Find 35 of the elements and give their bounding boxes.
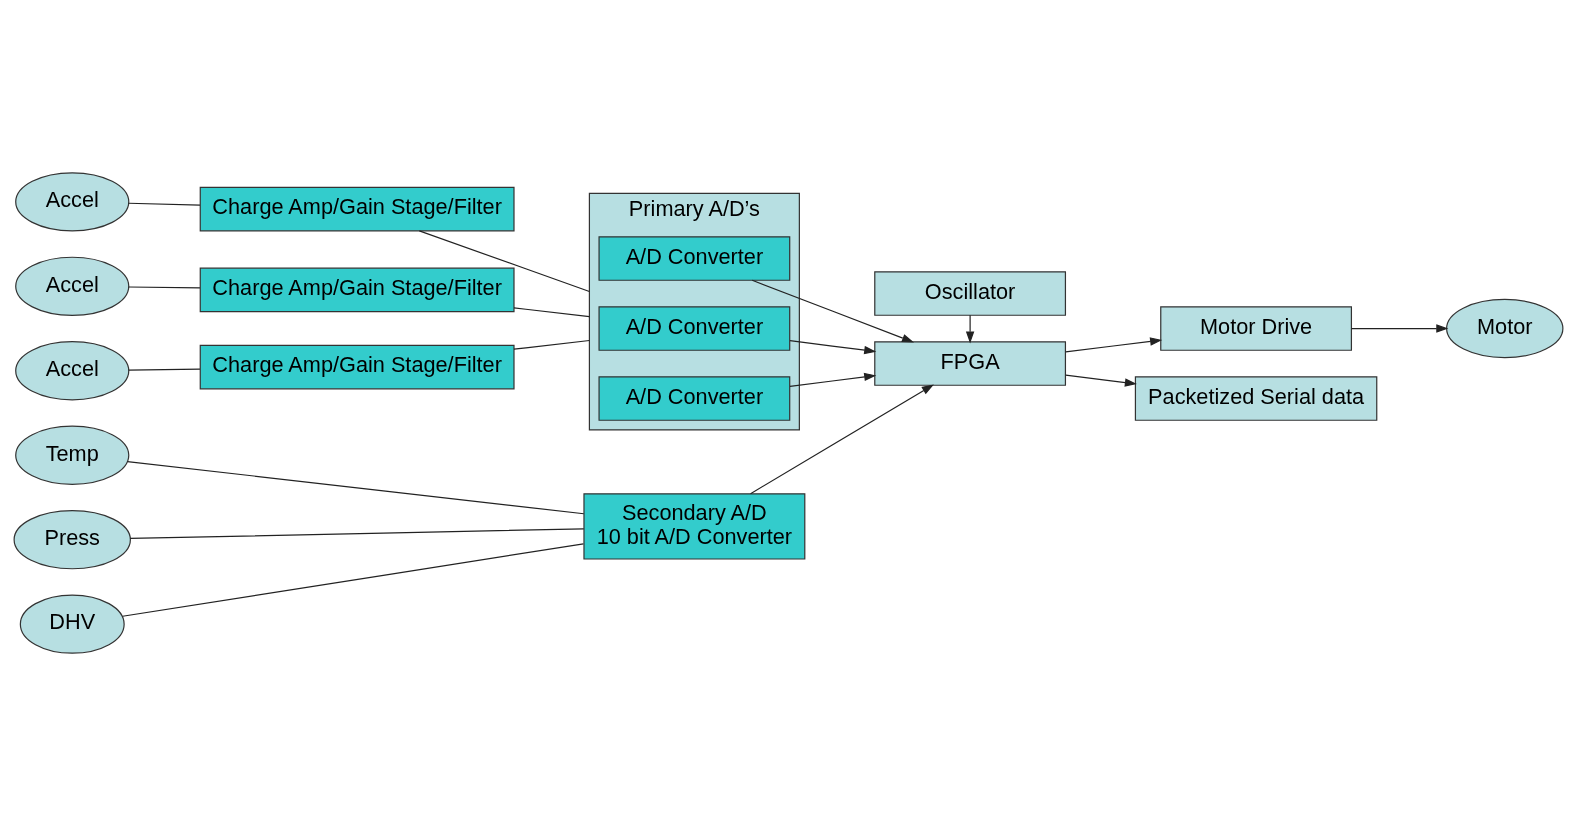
- node-box: Charge Amp/Gain Stage/Filter: [199, 267, 515, 313]
- node-ellipse: Temp: [15, 425, 130, 485]
- node-box: Secondary A/D 10 bit A/D Converter: [583, 493, 806, 560]
- arrow: [1065, 337, 1163, 353]
- arrow: [789, 372, 877, 388]
- arrow: [789, 340, 877, 355]
- connector: [127, 202, 201, 206]
- node-box: Oscillator: [874, 271, 1067, 316]
- node-box: Charge Amp/Gain Stage/Filter: [199, 344, 515, 390]
- connector: [127, 286, 201, 289]
- connector: [127, 368, 201, 371]
- node-ellipse: Accel: [15, 341, 130, 401]
- connector: [513, 307, 590, 318]
- connector: [129, 528, 585, 540]
- node-ellipse: DHV: [19, 594, 125, 654]
- node-box: A/D Converter: [598, 306, 791, 351]
- connector: [418, 230, 590, 293]
- node-box: A/D Converter: [598, 236, 791, 281]
- node-box: FPGA: [874, 341, 1067, 386]
- node-ellipse: Press: [13, 510, 131, 570]
- arrow: [965, 314, 975, 344]
- node-box: A/D Converter: [598, 376, 791, 421]
- arrow: [1065, 374, 1137, 387]
- node-ellipse: Accel: [15, 256, 130, 316]
- node-box: Charge Amp/Gain Stage/Filter: [199, 186, 515, 232]
- arrow: [749, 384, 934, 495]
- node-box: Packetized Serial data: [1134, 376, 1378, 421]
- arrow: [751, 279, 915, 343]
- connector: [122, 543, 585, 617]
- connector: [513, 339, 590, 350]
- node-ellipse: Accel: [15, 172, 130, 232]
- arrow: [1350, 324, 1449, 333]
- connector: [126, 460, 585, 515]
- node-ellipse: Motor: [1446, 298, 1564, 359]
- node-box: Motor Drive: [1160, 306, 1352, 351]
